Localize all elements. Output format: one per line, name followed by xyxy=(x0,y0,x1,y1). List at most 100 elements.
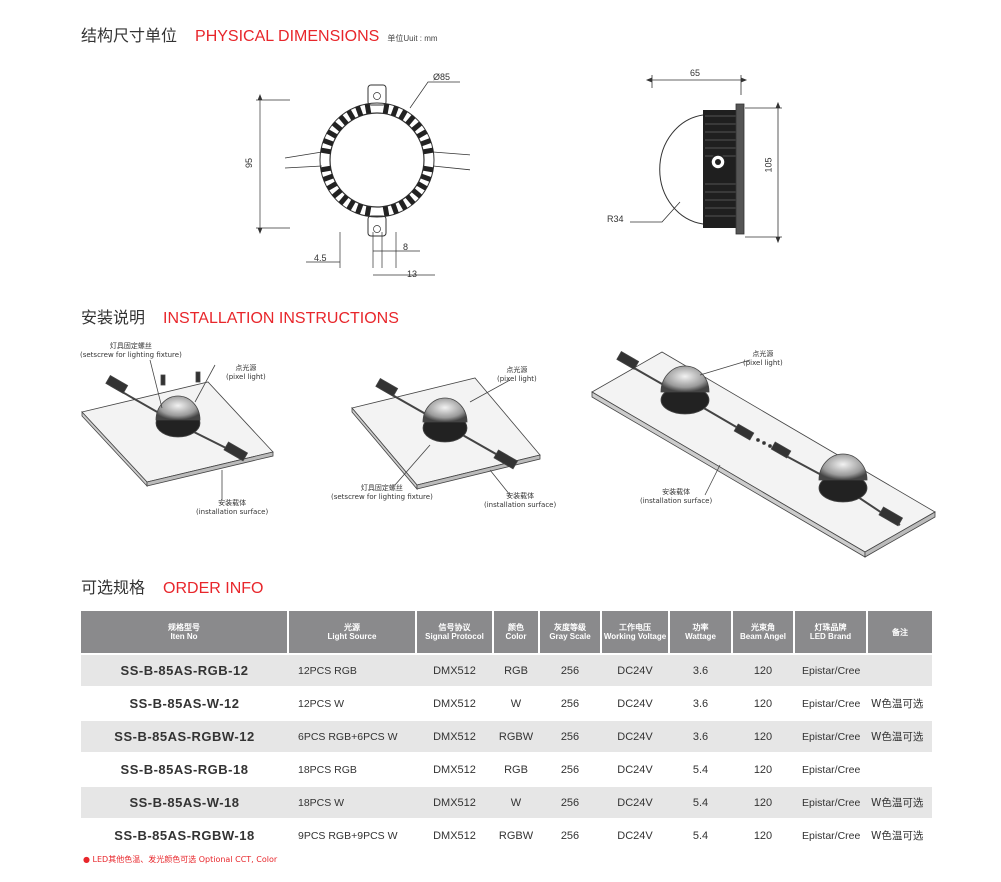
cell-light-source: 12PCS W xyxy=(288,686,416,720)
cell-voltage: DC24V xyxy=(601,686,669,720)
cell-signal: DMX512 xyxy=(416,818,493,851)
cell-wattage: 5.4 xyxy=(669,818,732,851)
cell-item-no: SS-B-85AS-RGBW-18 xyxy=(81,818,288,851)
caption-cn: 点光源 xyxy=(506,366,528,374)
header-en: Wattage xyxy=(685,632,716,641)
table-row: SS-B-85AS-RGBW-18 9PCS RGB+9PCS W DMX512… xyxy=(81,818,932,851)
heat-sink-fin xyxy=(382,103,390,115)
caption-cn: 安装载体 xyxy=(506,492,535,500)
heat-sink-fin xyxy=(390,105,399,117)
cell-beam-angle: 120 xyxy=(732,686,794,720)
cell-color: RGB xyxy=(493,752,539,786)
caption-cn: 灯具固定螺丝 xyxy=(109,342,152,350)
section-title-en: INSTALLATION INSTRUCTIONS xyxy=(163,310,399,327)
caption-cn: 点光源 xyxy=(235,364,257,372)
header-cn: 灰度等级 xyxy=(554,623,586,632)
heat-sink-fin xyxy=(364,103,372,115)
cell-remark xyxy=(867,752,932,786)
cell-gray-scale: 256 xyxy=(539,686,601,720)
heat-sink-fin xyxy=(422,165,434,173)
cell-brand: Epistar/Cree xyxy=(794,719,867,753)
table-row: SS-B-85AS-W-18 18PCS W DMX512 W 256 DC24… xyxy=(81,785,932,819)
header-cn: 规格型号 xyxy=(168,623,200,632)
fig1-surface-caption: 安装载体 (installation surface) xyxy=(196,499,268,517)
heat-sink-fin xyxy=(420,138,432,147)
heat-sink-fin xyxy=(398,109,408,121)
unit-note: 单位Uuit : mm xyxy=(387,34,438,43)
caption-en: (installation surface) xyxy=(640,497,713,505)
heat-sink-fin xyxy=(411,121,423,132)
heat-sink-fin xyxy=(320,165,332,173)
fig2-screw-caption: 灯具固定螺丝 (setscrew for lighting fixture) xyxy=(331,484,433,502)
heat-sink-fin xyxy=(331,188,343,199)
cell-color: RGBW xyxy=(493,719,539,753)
cell-signal: DMX512 xyxy=(416,719,493,753)
cell-gray-scale: 256 xyxy=(539,818,601,851)
cell-signal: DMX512 xyxy=(416,752,493,786)
heat-sink-fin xyxy=(422,147,434,155)
fig3-pixel-caption: 点光源 (pixel light) xyxy=(743,350,783,368)
section-physical-heading: 结构尺寸单位 PHYSICAL DIMENSIONS 单位Uuit : mm xyxy=(81,22,438,46)
heat-sink-fin xyxy=(416,181,428,191)
fig2-pixel-caption: 点光源 (pixel light) xyxy=(497,366,537,384)
header-cn: 光束角 xyxy=(751,623,775,632)
caption-en: (pixel light) xyxy=(226,373,266,381)
header-cn: 信号协议 xyxy=(438,623,471,632)
heat-sink-fin xyxy=(331,121,343,132)
section-title-en: ORDER INFO xyxy=(163,580,264,597)
heat-sink-fin xyxy=(355,203,364,215)
cell-wattage: 5.4 xyxy=(669,785,732,819)
dim-height: 95 xyxy=(244,157,255,169)
cell-voltage: DC24V xyxy=(601,818,669,851)
cell-beam-angle: 120 xyxy=(732,653,794,687)
table-row: SS-B-85AS-RGBW-12 6PCS RGB+6PCS W DMX512… xyxy=(81,719,932,753)
cell-voltage: DC24V xyxy=(601,719,669,753)
installation-figures xyxy=(81,350,936,558)
dim-radius: R34 xyxy=(607,214,624,224)
heat-sink-fin xyxy=(338,194,349,206)
cell-wattage: 3.6 xyxy=(669,686,732,720)
cell-remark: W色温可选 xyxy=(867,719,932,753)
heat-sink-fin xyxy=(338,114,349,126)
caption-en: (setscrew for lighting fixture) xyxy=(331,493,433,501)
cell-brand: Epistar/Cree xyxy=(794,785,867,819)
header-en: Color xyxy=(505,632,527,641)
cell-item-no: SS-B-85AS-W-12 xyxy=(81,686,288,720)
cell-gray-scale: 256 xyxy=(539,785,601,819)
cell-brand: Epistar/Cree xyxy=(794,686,867,720)
cell-brand: Epistar/Cree xyxy=(794,653,867,687)
table-row: SS-B-85AS-W-12 12PCS W DMX512 W 256 DC24… xyxy=(81,686,932,720)
header-en: Gray Scale xyxy=(549,632,591,641)
dim-13: 13 xyxy=(407,269,418,279)
cell-item-no: SS-B-85AS-W-18 xyxy=(81,785,288,819)
section-order-heading: 可选规格 ORDER INFO xyxy=(81,574,263,598)
fig1-screw-caption: 灯具固定螺丝 (setscrew for lighting fixture) xyxy=(80,342,182,360)
caption-en: (installation surface) xyxy=(196,508,269,516)
heat-sink-fin xyxy=(355,105,364,117)
cell-beam-angle: 120 xyxy=(732,752,794,786)
front-view-drawing xyxy=(256,81,470,276)
heat-sink-fin xyxy=(398,199,408,211)
cell-remark: W色温可选 xyxy=(867,785,932,819)
caption-en: (installation surface) xyxy=(484,501,557,509)
cell-color: RGB xyxy=(493,653,539,687)
cell-wattage: 5.4 xyxy=(669,752,732,786)
caption-cn: 灯具固定螺丝 xyxy=(360,484,403,492)
section-title-cn: 可选规格 xyxy=(81,578,146,597)
cell-signal: DMX512 xyxy=(416,653,493,687)
section-title-en: PHYSICAL DIMENSIONS xyxy=(195,28,380,45)
heat-sink-fin xyxy=(322,138,334,147)
header-cn: 灯珠品牌 xyxy=(814,623,847,632)
cell-color: RGBW xyxy=(493,818,539,851)
heat-sink-fin xyxy=(364,205,372,217)
heat-sink-fin xyxy=(411,188,423,199)
